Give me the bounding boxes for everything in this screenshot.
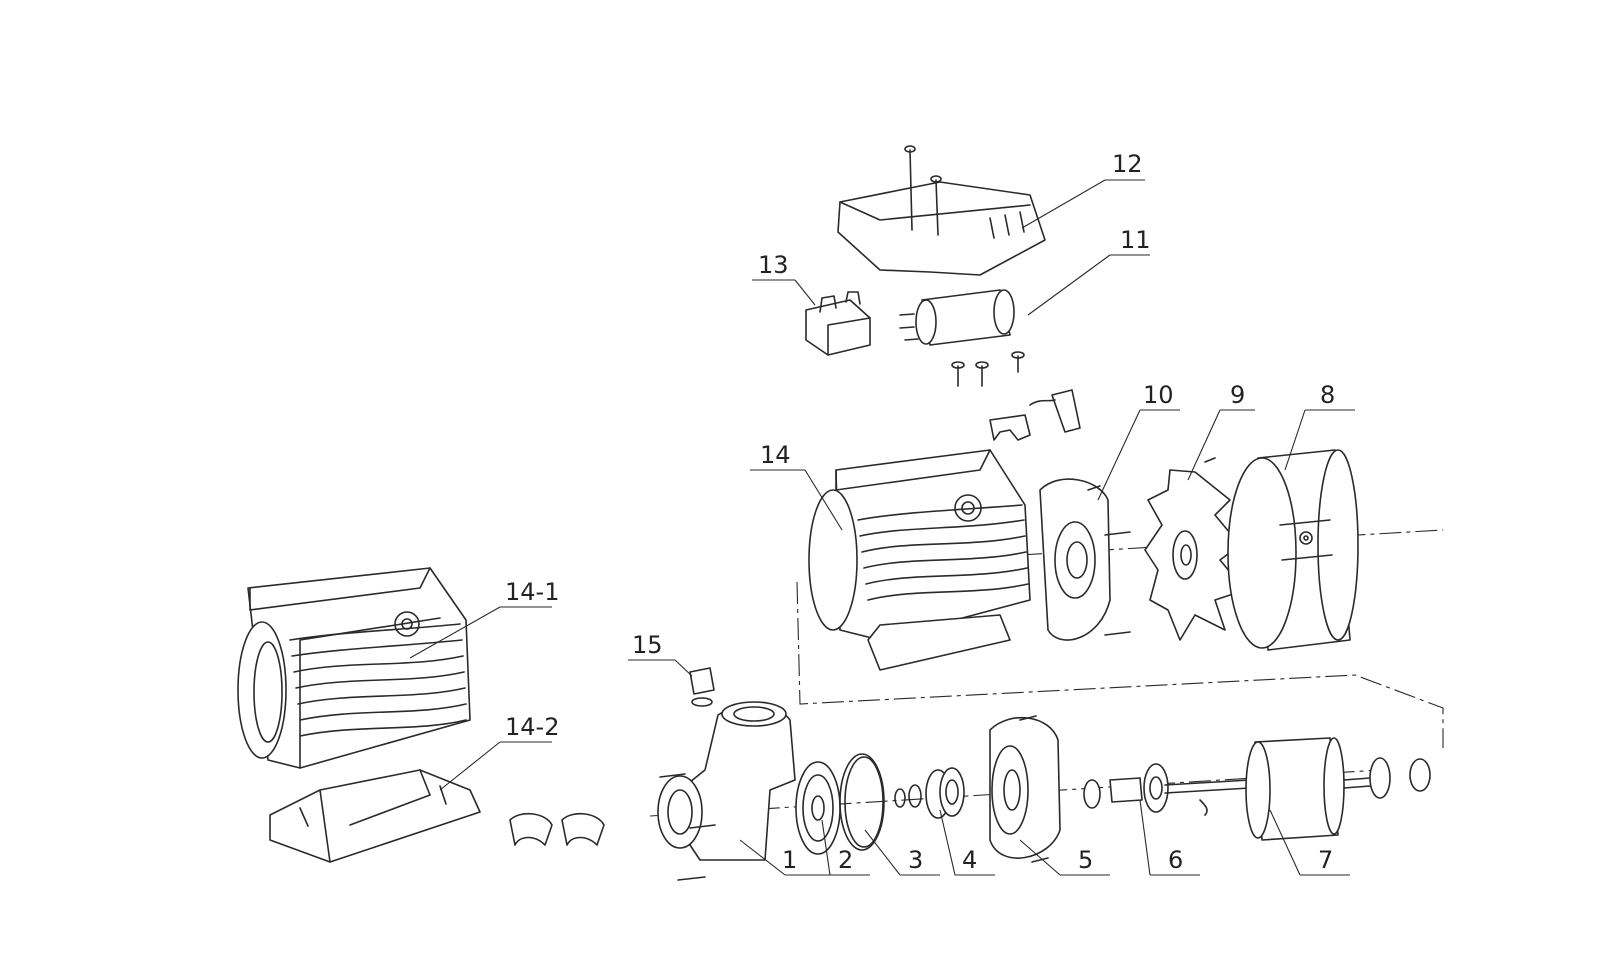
label-part-5: 5 <box>1078 846 1093 874</box>
label-part-14-1: 14-1 <box>505 578 559 606</box>
label-part-11: 11 <box>1120 226 1151 254</box>
part-14-2-base <box>269 769 605 863</box>
part-3-o-ring <box>839 753 885 851</box>
label-part-1: 1 <box>782 846 797 874</box>
part-14-1-motor-housing <box>237 567 471 769</box>
part-9-fan <box>1144 457 1246 641</box>
part-4-mechanical-seal <box>894 767 965 819</box>
part-labels: 1 2 3 4 5 6 7 8 9 10 11 12 13 14 14-1 14… <box>505 150 1335 874</box>
label-part-8: 8 <box>1320 381 1335 409</box>
label-part-14-2: 14-2 <box>505 713 559 741</box>
part-2-impeller <box>795 761 841 855</box>
part-1-pump-body <box>657 701 796 881</box>
part-6-bearing <box>1083 763 1208 816</box>
label-part-15: 15 <box>632 631 663 659</box>
label-part-12: 12 <box>1112 150 1143 178</box>
label-part-10: 10 <box>1143 381 1174 409</box>
label-part-14: 14 <box>760 441 791 469</box>
part-11-capacitor <box>899 289 1081 441</box>
label-part-3: 3 <box>908 846 923 874</box>
part-5-front-bracket <box>989 715 1061 863</box>
leader-lines <box>409 179 1355 876</box>
label-part-13: 13 <box>758 251 789 279</box>
part-13-terminal-block <box>805 291 871 356</box>
part-10-rear-bracket <box>1039 478 1131 641</box>
label-part-4: 4 <box>962 846 977 874</box>
label-part-6: 6 <box>1168 846 1183 874</box>
label-part-9: 9 <box>1230 381 1245 409</box>
part-15-plug <box>689 667 715 707</box>
label-part-7: 7 <box>1318 846 1333 874</box>
part-12-terminal-cover <box>837 145 1046 276</box>
part-7-rotor <box>1164 737 1431 841</box>
part-14-motor-housing <box>808 449 1031 671</box>
label-part-2: 2 <box>838 846 853 874</box>
part-8-fan-cover <box>1227 449 1359 651</box>
